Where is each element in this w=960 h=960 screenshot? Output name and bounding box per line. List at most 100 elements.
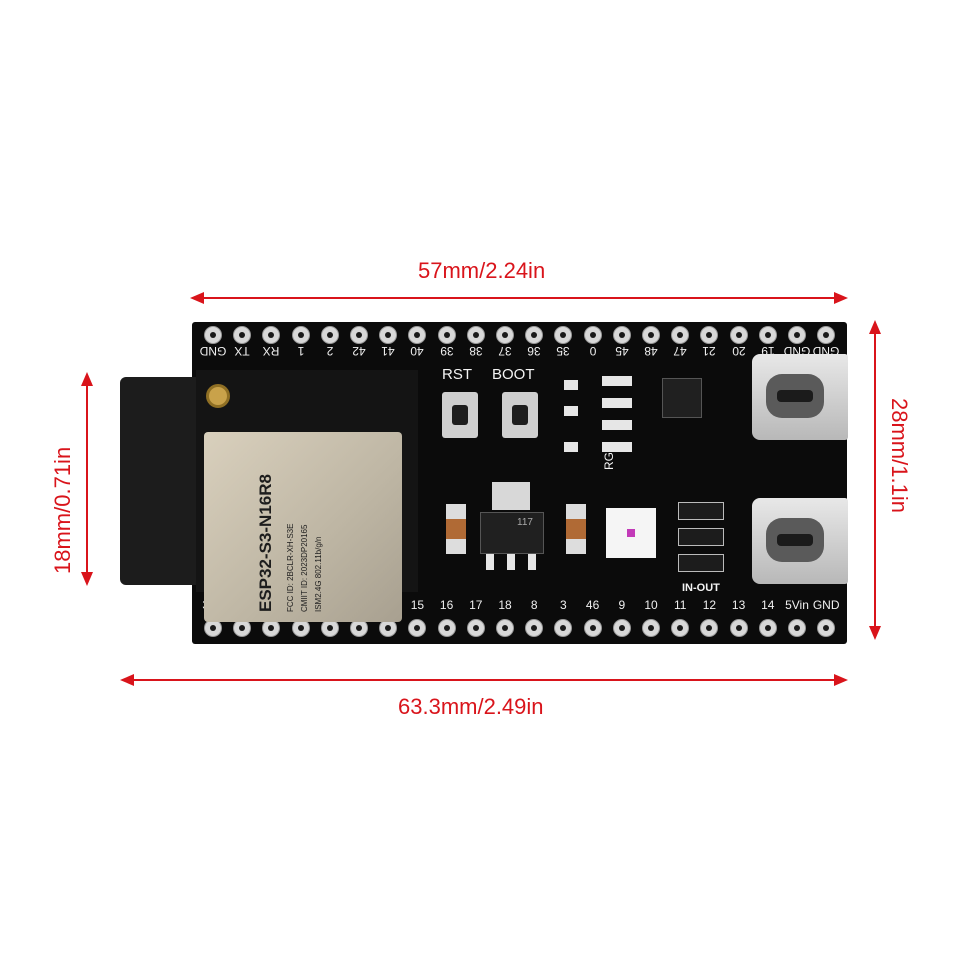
diode-2 [678, 528, 724, 546]
top-pin-pad[interactable] [408, 326, 427, 344]
rgb-led [606, 508, 656, 558]
usb-c-port-top-opening [766, 374, 824, 418]
top-pin-pad[interactable] [671, 326, 690, 344]
bottom-pin-pad[interactable] [642, 619, 660, 637]
top-pin-pad[interactable] [466, 326, 485, 344]
top-pin-pad[interactable] [204, 326, 222, 344]
bottom-pin-pad[interactable] [817, 619, 836, 637]
top-pin-label: 38 [469, 344, 483, 358]
bottom-pin-pad[interactable] [758, 619, 777, 637]
left-height-arrow-bottom [81, 572, 93, 586]
boot-label: BOOT [492, 366, 535, 383]
capacitor-left [446, 504, 466, 554]
top-pin-pad[interactable] [291, 326, 310, 344]
top-pin-pad[interactable] [612, 326, 631, 344]
bottom-pin-label: 10 [644, 598, 658, 612]
module-fcc-id: FCC ID: 2BCLR-XH-S3E [286, 523, 295, 612]
bottom-pin-label: GND [812, 598, 840, 612]
bottom-pin-label: 8 [530, 598, 538, 612]
bottom-pin-label: 12 [702, 598, 717, 612]
usb-c-port-top[interactable] [752, 354, 848, 440]
bottom-pin-pad[interactable] [583, 619, 602, 637]
bottom-pin-pad[interactable] [729, 619, 748, 637]
rst-button[interactable] [442, 392, 478, 438]
top-pin-pad[interactable] [262, 326, 281, 344]
top-pin-pad[interactable] [437, 326, 456, 344]
bottom-pin-pad[interactable] [612, 619, 631, 637]
top-pin-pad[interactable] [642, 326, 660, 344]
jumper-2 [564, 406, 578, 416]
bottom-width-line [130, 679, 838, 681]
capacitor-right [566, 504, 586, 554]
usb-c-port-bottom-tongue [777, 534, 813, 546]
right-height-arrow-top [869, 320, 881, 334]
bottom-pin-label: 9 [618, 598, 626, 612]
top-pin-label: 20 [731, 344, 746, 358]
top-pin-pad[interactable] [525, 326, 544, 344]
top-pin-pad[interactable] [788, 326, 806, 344]
boot-button[interactable] [502, 392, 538, 438]
bottom-pin-pad[interactable] [466, 619, 485, 637]
ipex-antenna-connector-icon [206, 384, 230, 408]
top-pin-label: 35 [556, 344, 571, 358]
bottom-pin-label: 18 [498, 598, 512, 612]
right-height-line [874, 328, 876, 628]
top-pin-pad[interactable] [700, 326, 719, 344]
bottom-pin-pad[interactable] [525, 619, 544, 637]
module-name: ESP32-S3-N16R8 [256, 474, 275, 612]
bottom-pin-pad[interactable] [700, 619, 719, 637]
resistor-2 [602, 398, 632, 408]
bottom-pin-label: 14 [761, 598, 775, 612]
top-pin-pad[interactable] [320, 326, 339, 344]
rst-label: RST [442, 366, 472, 383]
top-pin-pad[interactable] [496, 326, 514, 344]
usb-c-port-bottom[interactable] [752, 498, 848, 584]
top-pin-label: 41 [381, 344, 395, 358]
diode-3 [678, 554, 724, 572]
top-pin-label: GND [199, 344, 227, 358]
top-pin-label: 36 [527, 344, 541, 358]
top-pin-header [192, 326, 847, 348]
bottom-pin-pad[interactable] [554, 619, 573, 637]
right-height-arrow-bottom [869, 626, 881, 640]
usb-c-port-bottom-opening [766, 518, 824, 562]
top-pin-pad[interactable] [758, 326, 777, 344]
bottom-pin-pad[interactable] [496, 619, 514, 637]
bottom-pin-pad[interactable] [204, 619, 222, 637]
voltage-regulator: 117 [480, 512, 544, 554]
regulator-pin-1 [486, 554, 494, 570]
top-pin-pad[interactable] [233, 326, 252, 344]
top-pin-label: 45 [615, 344, 629, 358]
module-ism: ISM2.4G 802.11b/g/n [314, 536, 323, 612]
top-pin-pad[interactable] [554, 326, 573, 344]
regulator-pin-2 [507, 554, 515, 570]
bottom-pin-label: 13 [731, 598, 746, 612]
top-pin-pad[interactable] [350, 326, 368, 344]
bottom-pin-pad[interactable] [408, 619, 427, 637]
rst-button-cap [452, 405, 468, 425]
diode-1 [678, 502, 724, 520]
boot-button-cap [512, 405, 528, 425]
top-pin-label: 37 [498, 344, 512, 358]
top-pin-label: 47 [673, 344, 687, 358]
bottom-pin-label: 16 [439, 598, 454, 612]
in-out-label: IN-OUT [682, 582, 720, 594]
top-pin-label: RX [263, 344, 280, 358]
bottom-pin-pad[interactable] [437, 619, 456, 637]
top-pin-label: 21 [702, 344, 717, 358]
top-pin-label: 42 [352, 344, 366, 358]
resistor-4 [602, 442, 632, 452]
bottom-width-arrow-right [834, 674, 848, 686]
top-pin-pad[interactable] [379, 326, 398, 344]
usb-ic-chip [662, 378, 702, 418]
top-pin-pad[interactable] [817, 326, 836, 344]
top-pin-pad[interactable] [583, 326, 602, 344]
bottom-pin-pad[interactable] [671, 619, 690, 637]
top-pin-pad[interactable] [729, 326, 748, 344]
bottom-pin-label: 3 [560, 598, 567, 612]
top-pin-label: 2 [326, 344, 334, 358]
top-width-label: 57mm/2.24in [418, 258, 546, 283]
bottom-pin-label: 17 [469, 598, 483, 612]
bottom-pin-pad[interactable] [788, 619, 806, 637]
module-shield: ESP32-S3-N16R8 FCC ID: 2BCLR-XH-S3E CMII… [204, 432, 402, 622]
